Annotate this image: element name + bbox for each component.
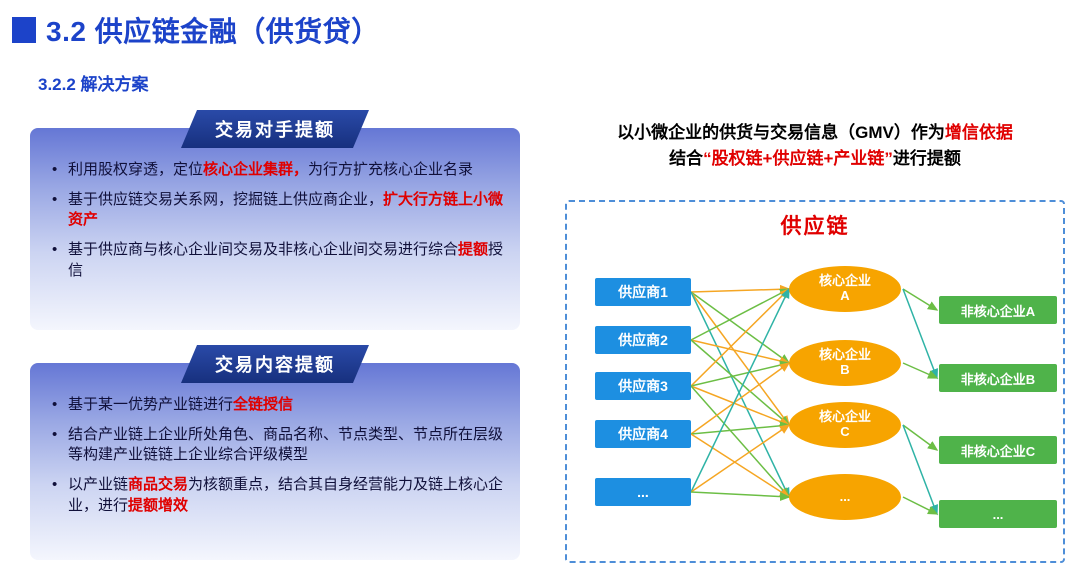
title-square-marker bbox=[12, 17, 36, 43]
plain-text: 以小微企业的供货与交易信息（GMV）作为 bbox=[617, 123, 945, 142]
headline-line-1: 以小微企业的供货与交易信息（GMV）作为增信依据 bbox=[560, 120, 1070, 146]
panel-content-limit: 交易内容提额 基于某一优势产业链进行全链授信结合产业链上企业所处角色、商品名称、… bbox=[30, 363, 520, 560]
content-bullet-list: 基于某一优势产业链进行全链授信结合产业链上企业所处角色、商品名称、节点类型、节点… bbox=[50, 395, 506, 516]
supplier-node: ... bbox=[595, 478, 691, 506]
highlight-text: 提额增效 bbox=[128, 496, 189, 514]
panel-counterparty-limit: 交易对手提额 利用股权穿透，定位核心企业集群，为行方扩充核心企业名录基于供应链交… bbox=[30, 128, 520, 330]
core-enterprise-node: 核心企业 C bbox=[789, 402, 901, 448]
noncore-enterprise-node: 非核心企业A bbox=[939, 296, 1057, 324]
diagram-title: 供应链 bbox=[780, 215, 850, 238]
plain-text: 为行方扩充核心企业名录 bbox=[308, 161, 474, 178]
bullet-item: 基于供应商与核心企业间交易及非核心企业间交易进行综合提额授信 bbox=[50, 240, 506, 281]
supplier-node: 供应商4 bbox=[595, 420, 691, 448]
plain-text: 基于某一优势产业链进行 bbox=[68, 396, 234, 413]
counterparty-bullet-list: 利用股权穿透，定位核心企业集群，为行方扩充核心企业名录基于供应链交易关系网，挖掘… bbox=[50, 160, 506, 281]
bullet-item: 基于供应链交易关系网，挖掘链上供应商企业，扩大行方链上小微资产 bbox=[50, 190, 506, 231]
highlight-text: 商品交易 bbox=[128, 476, 189, 494]
bullet-item: 以产业链商品交易为核额重点，结合其自身经营能力及链上核心企业，进行提额增效 bbox=[50, 475, 506, 516]
highlight-text: 全链授信 bbox=[233, 396, 294, 413]
highlight-text: 核心企业集群， bbox=[203, 161, 309, 178]
supply-chain-diagram: 供应链 供应商1 供应商2 供应商3 供应商4... 核心企业 A 核心企业 B 核心企业 … bbox=[565, 200, 1065, 563]
headline-line-2: 结合“股权链+供应链+产业链”进行提额 bbox=[560, 146, 1070, 172]
plain-text: 授信 bbox=[68, 241, 504, 279]
noncore-enterprise-node: 非核心企业C bbox=[939, 436, 1057, 464]
core-enterprise-node: 核心企业 B bbox=[789, 340, 901, 386]
supplier-node: 供应商1 bbox=[595, 278, 691, 306]
supplier-node: 供应商2 bbox=[595, 326, 691, 354]
core-enterprise-node: 核心企业 A bbox=[789, 266, 901, 312]
section-subtitle: 3.2.2 解决方案 bbox=[38, 75, 149, 94]
panel-counterparty-badge: 交易对手提额 bbox=[181, 110, 369, 148]
core-enterprise-node: ... bbox=[789, 474, 901, 520]
highlight-text: “股权链+供应链+产业链” bbox=[703, 149, 893, 169]
plain-text: 结合产业链上企业所处角色、商品名称、节点类型、节点所在层级等构建产业链链上企业综… bbox=[68, 425, 504, 464]
highlight-text: 增信依据 bbox=[944, 123, 1013, 142]
highlight-text: 提额 bbox=[458, 241, 489, 259]
plain-text: 基于供应链交易关系网，挖掘链上供应商企业， bbox=[68, 190, 384, 208]
plain-text: 进行提额 bbox=[892, 149, 961, 169]
noncore-enterprise-node: 非核心企业B bbox=[939, 364, 1057, 392]
plain-text: 结合 bbox=[669, 149, 704, 169]
panel-content-badge: 交易内容提额 bbox=[181, 345, 369, 383]
plain-text: 利用股权穿透，定位 bbox=[68, 161, 204, 178]
bullet-item: 基于某一优势产业链进行全链授信 bbox=[50, 395, 506, 416]
supplier-node: 供应商3 bbox=[595, 372, 691, 400]
right-headline: 以小微企业的供货与交易信息（GMV）作为增信依据 结合“股权链+供应链+产业链”… bbox=[560, 120, 1070, 173]
noncore-enterprise-node: ... bbox=[939, 500, 1057, 528]
plain-text: 基于供应商与核心企业间交易及非核心企业间交易进行综合 bbox=[68, 241, 459, 259]
bullet-item: 结合产业链上企业所处角色、商品名称、节点类型、节点所在层级等构建产业链链上企业综… bbox=[50, 425, 506, 466]
plain-text: 为核额重点，结合其自身经营能力及链上核心企业，进行 bbox=[68, 476, 504, 514]
highlight-text: 扩大行方链上小微资产 bbox=[68, 190, 504, 229]
plain-text: 以产业链 bbox=[68, 476, 129, 494]
bullet-item: 利用股权穿透，定位核心企业集群，为行方扩充核心企业名录 bbox=[50, 160, 506, 181]
page-title: 3.2 供应链金融（供货贷） bbox=[46, 16, 380, 47]
slide-header: 3.2 供应链金融（供货贷） bbox=[12, 10, 380, 50]
